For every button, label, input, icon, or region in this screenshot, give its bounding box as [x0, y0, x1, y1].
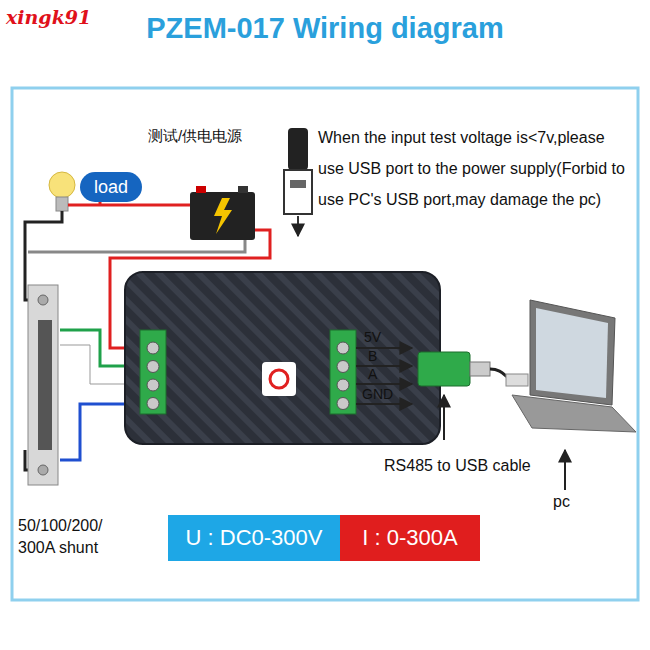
frame [12, 88, 638, 600]
bus-arrows [356, 348, 412, 404]
box-text: load [94, 177, 128, 198]
screw [147, 361, 159, 373]
usb-plug [284, 128, 312, 236]
voltage-band: U : DC0-300V [168, 515, 340, 561]
pzem-device [125, 272, 440, 444]
rs485-dongle [418, 352, 515, 440]
screw [337, 398, 349, 410]
box-text: U : DC0-300V [186, 525, 323, 551]
box-text: I : 0-300A [362, 525, 457, 551]
screw [147, 379, 159, 391]
pin-name: 5V [364, 329, 381, 345]
note-text: When the input test voltage is<7v,please… [318, 122, 632, 215]
part-name: RS485 to USB cable [384, 457, 531, 475]
current-band: I : 0-300A [340, 515, 480, 561]
note-label: 测试/供电电源 [148, 127, 242, 146]
battery [190, 186, 255, 240]
part-name: 50/100/200/ 300A shunt [18, 515, 126, 559]
terminal-screws [147, 342, 349, 410]
screw [147, 398, 159, 410]
title: PZEM-017 Wiring diagram [0, 12, 650, 45]
load-tag: load [80, 172, 142, 202]
shunt [28, 285, 58, 485]
screw [337, 361, 349, 373]
pin-name: GND [362, 386, 393, 402]
part-name: pc [553, 493, 570, 511]
screw [147, 342, 159, 354]
watermark: xingk91 [6, 6, 91, 28]
pin-name: B [368, 348, 377, 364]
screw [337, 379, 349, 391]
pin-name: A [368, 366, 377, 382]
screw [337, 342, 349, 354]
